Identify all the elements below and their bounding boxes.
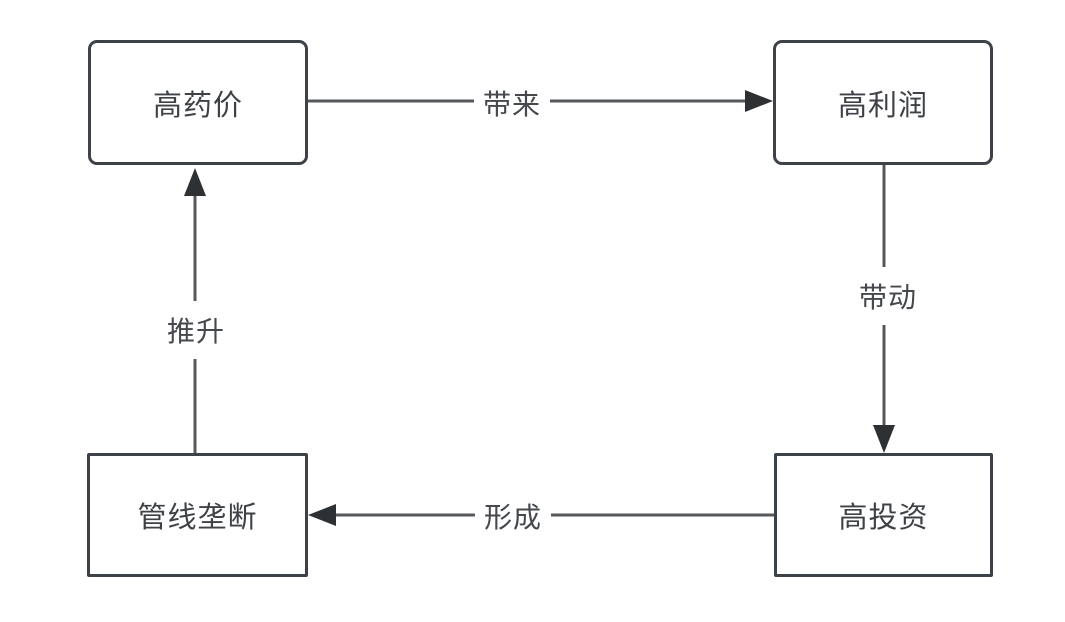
arrowhead-left-icon bbox=[308, 504, 336, 526]
node-label: 高利润 bbox=[837, 89, 928, 122]
node-label: 管线垄断 bbox=[137, 502, 258, 534]
arrowhead-up-icon bbox=[184, 168, 206, 196]
edge-label-daidong: 带动 bbox=[856, 267, 920, 325]
arrowhead-right-icon bbox=[745, 90, 773, 112]
node-high-investment: 高投资 bbox=[774, 453, 993, 577]
node-label: 高药价 bbox=[152, 89, 243, 122]
edge-label-dailai: 带来 bbox=[473, 81, 551, 125]
edge-label-xingcheng: 形成 bbox=[474, 494, 552, 538]
node-pipeline-monopoly: 管线垄断 bbox=[87, 453, 308, 577]
arrowhead-down-icon bbox=[873, 425, 895, 453]
edge-label-tuisheng: 推升 bbox=[164, 301, 228, 359]
node-label: 高投资 bbox=[838, 502, 929, 534]
node-high-drug-price: 高药价 bbox=[88, 40, 308, 165]
node-high-profit: 高利润 bbox=[773, 40, 993, 165]
